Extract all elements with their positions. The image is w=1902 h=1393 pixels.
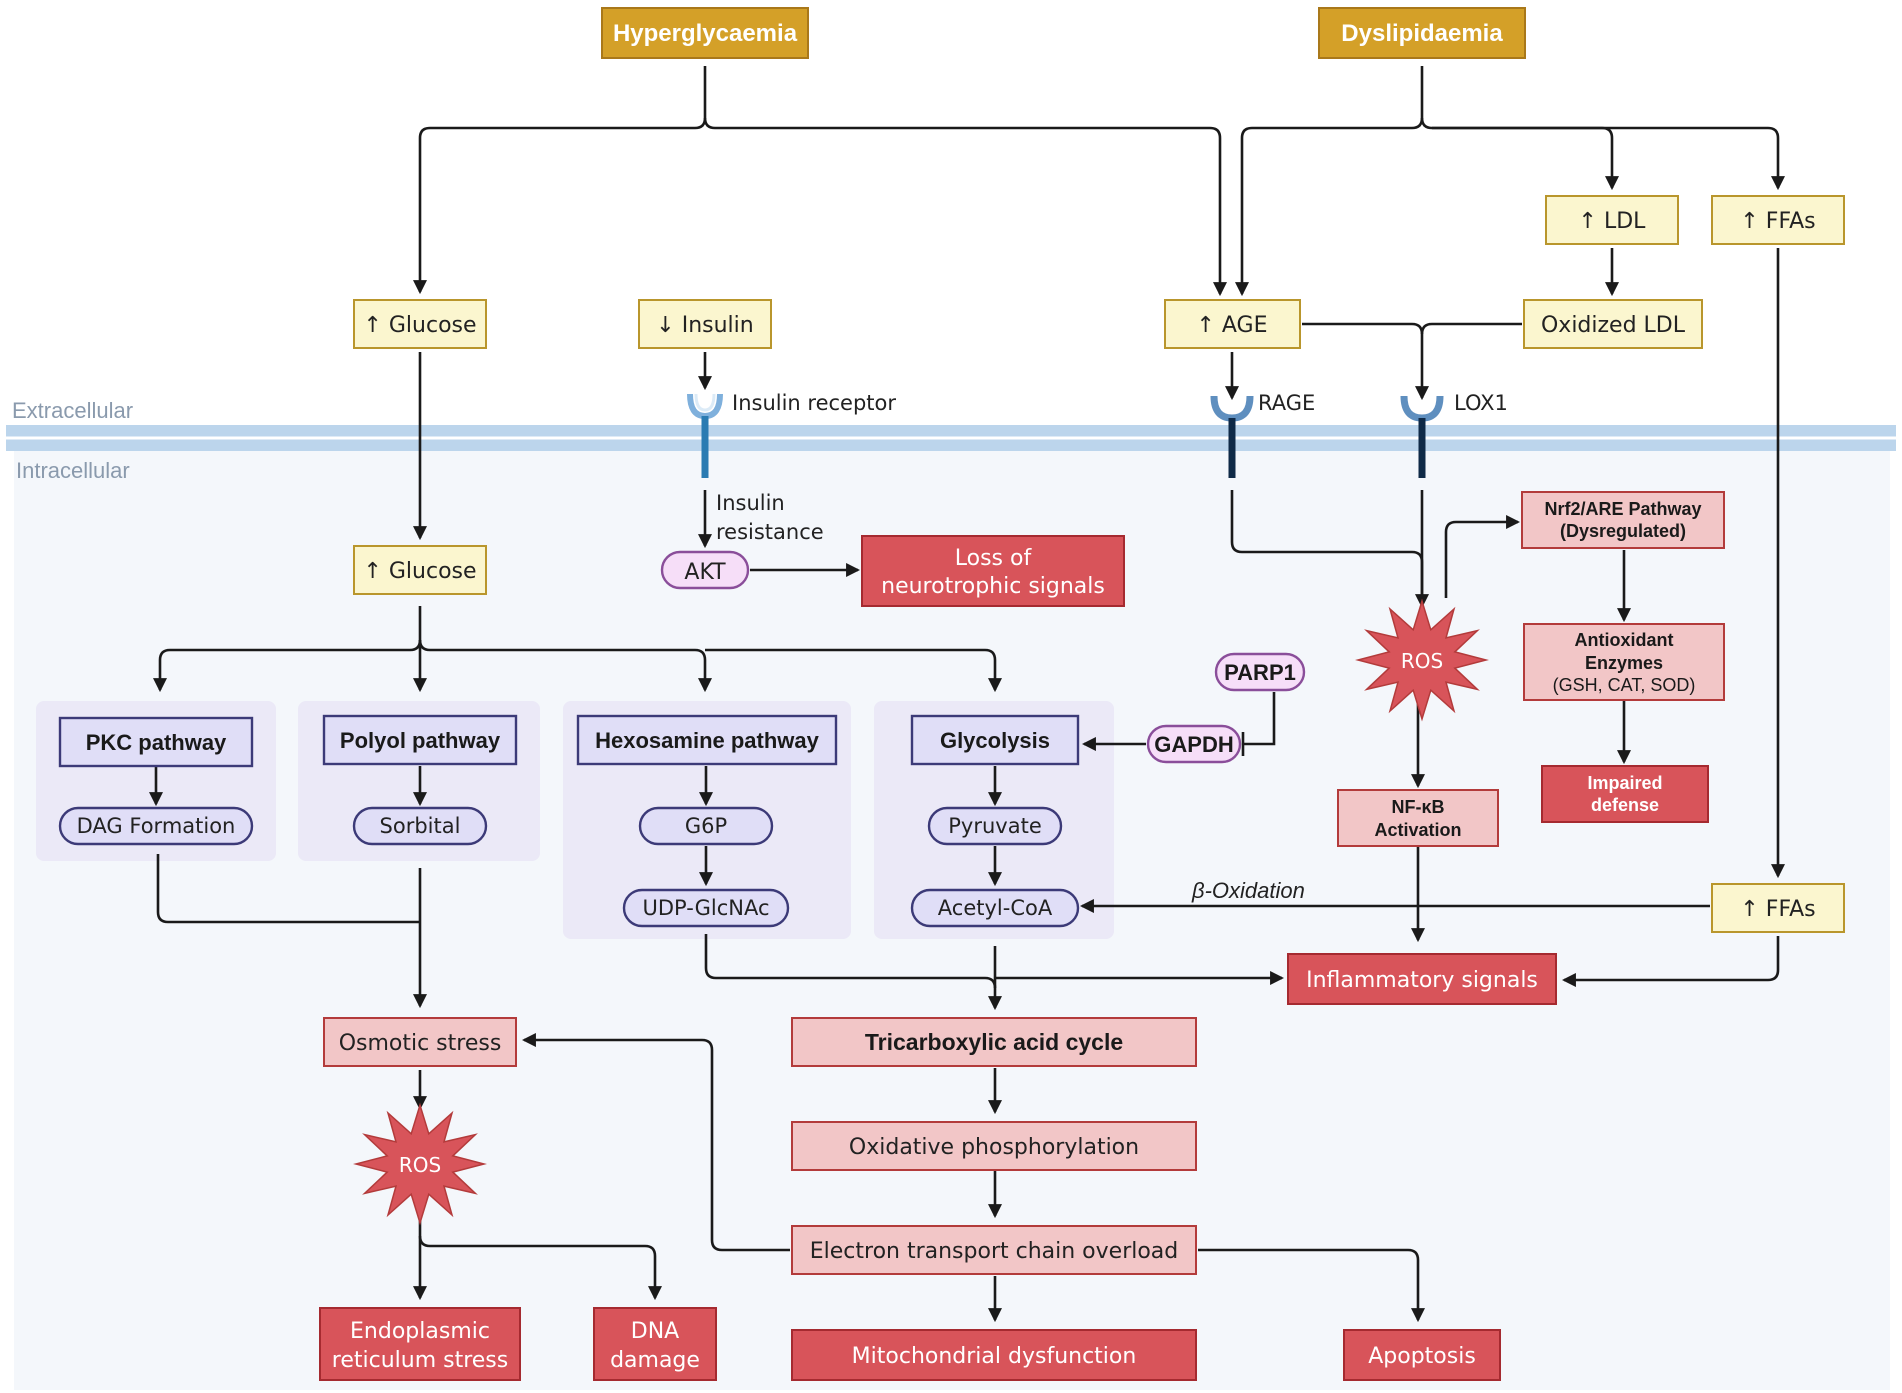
parp1-label: PARP1 (1224, 660, 1296, 685)
nrf2-box (1521, 491, 1725, 549)
tca-label: Tricarboxylic acid cycle (865, 1029, 1123, 1055)
dag-formation-label: DAG Formation (77, 814, 236, 838)
g6p-label: G6P (685, 814, 727, 838)
ros-left-label: ROS (399, 1153, 441, 1177)
g6p-node (638, 806, 774, 846)
lox1-receptor (1400, 395, 1444, 478)
parp1-node (1214, 652, 1306, 692)
udp-glcnac-label: UDP-GlcNAc (643, 896, 770, 920)
tca-box (791, 1017, 1197, 1067)
connectors (148, 66, 1786, 1323)
mito-dysfunction-box (791, 1329, 1197, 1381)
akt-label: AKT (684, 560, 726, 585)
insulin-label: ↓ Insulin (656, 313, 753, 338)
loss-neurotrophic-label-2: neurotrophic signals (881, 574, 1105, 599)
oxphos-box (791, 1121, 1197, 1171)
osmotic-stress-label: Osmotic stress (339, 1031, 502, 1056)
pyruvate-node (927, 806, 1063, 846)
pkc-pathway-label: PKC pathway (86, 730, 227, 755)
er-stress-box (319, 1307, 521, 1381)
hyperglycaemia-box (601, 7, 809, 59)
er-stress-label-2: reticulum stress (332, 1348, 508, 1373)
udp-glcnac-node (622, 888, 790, 928)
glucose-extra-box (353, 299, 487, 349)
dyslipidaemia-box (1318, 7, 1526, 59)
rage-receptor (1210, 395, 1254, 478)
gapdh-label: GAPDH (1154, 732, 1233, 757)
rage-label: RAGE (1258, 391, 1315, 415)
insulin-resistance-label: Insulin (716, 491, 785, 515)
insulin-box (638, 299, 772, 349)
acetyl-coa-node (910, 888, 1080, 928)
nfkb-box (1337, 789, 1499, 847)
pkc-pathway-box (58, 716, 254, 768)
ros-right-label: ROS (1401, 649, 1443, 673)
oxidized-ldl-label: Oxidized LDL (1541, 313, 1686, 338)
dna-damage-box (593, 1307, 717, 1381)
pyruvate-label: Pyruvate (948, 814, 1042, 838)
insulin-receptor (687, 393, 723, 478)
etc-label: Electron transport chain overload (810, 1239, 1179, 1264)
akt-node (660, 550, 750, 590)
age-label: ↑ AGE (1196, 313, 1267, 338)
loss-neurotrophic-label: Loss of (955, 546, 1033, 571)
antioxidant-label-2: Enzymes (1585, 653, 1663, 673)
apoptosis-label: Apoptosis (1368, 1344, 1476, 1369)
ffas-bottom-box (1711, 883, 1845, 933)
inflammatory-box (1287, 953, 1557, 1005)
inflammatory-label: Inflammatory signals (1306, 968, 1538, 993)
nrf2-label-2: (Dysregulated) (1560, 521, 1686, 541)
ldl-box (1545, 195, 1679, 245)
age-box (1164, 299, 1301, 349)
glycolysis-label: Glycolysis (940, 728, 1050, 753)
dyslipidaemia-label: Dyslipidaemia (1341, 20, 1503, 47)
nfkb-label: NF-κB (1391, 797, 1444, 817)
loss-neurotrophic-box (861, 535, 1125, 607)
etc-box (791, 1225, 1197, 1275)
antioxidant-label-3: (GSH, CAT, SOD) (1553, 675, 1696, 695)
lox1-label: LOX1 (1454, 391, 1508, 415)
hyperglycaemia-label: Hyperglycaemia (613, 20, 798, 47)
oxidized-ldl-box (1523, 299, 1703, 349)
impaired-defense-label: Impaired (1587, 773, 1662, 793)
polyol-pathway-label: Polyol pathway (340, 728, 501, 753)
polyol-pathway-box (322, 714, 518, 766)
impaired-defense-box (1541, 765, 1709, 823)
mito-dysfunction-label: Mitochondrial dysfunction (852, 1344, 1137, 1369)
dna-damage-label: DNA (631, 1319, 679, 1344)
ffas-bottom-label: ↑ FFAs (1740, 897, 1815, 922)
insulin-resistance-label-2: resistance (716, 520, 824, 544)
ffas-top-label: ↑ FFAs (1740, 209, 1815, 234)
hexosamine-pathway-box (576, 714, 838, 766)
hexosamine-pathway-label: Hexosamine pathway (595, 728, 820, 753)
glycolysis-box (910, 714, 1080, 766)
ros-burst-right (1355, 598, 1489, 722)
gapdh-node (1146, 724, 1242, 764)
osmotic-stress-box (323, 1017, 517, 1067)
glucose-intra-label: ↑ Glucose (363, 559, 476, 584)
impaired-defense-label-2: defense (1591, 795, 1659, 815)
antioxidant-box (1523, 623, 1725, 701)
dag-formation-node (58, 806, 254, 846)
apoptosis-box (1343, 1329, 1501, 1381)
sorbital-label: Sorbital (380, 814, 461, 838)
ldl-label: ↑ LDL (1579, 209, 1647, 234)
glucose-extra-label: ↑ Glucose (363, 313, 476, 338)
ros-burst-left (353, 1102, 487, 1226)
beta-oxidation-label: β-Oxidation (1191, 878, 1305, 903)
extracellular-label: Extracellular (12, 398, 133, 423)
ffas-top-box (1711, 195, 1845, 245)
er-stress-label: Endoplasmic (350, 1319, 490, 1344)
nrf2-label: Nrf2/ARE Pathway (1544, 499, 1701, 519)
insulin-receptor-label: Insulin receptor (732, 391, 896, 415)
antioxidant-label: Antioxidant (1575, 630, 1674, 650)
dna-damage-label-2: damage (610, 1348, 700, 1373)
sorbital-node (352, 806, 488, 846)
intracellular-label: Intracellular (16, 458, 130, 483)
glucose-intra-box (353, 545, 487, 595)
oxphos-label: Oxidative phosphorylation (849, 1135, 1139, 1160)
acetyl-coa-label: Acetyl-CoA (938, 896, 1053, 920)
nfkb-label-2: Activation (1374, 820, 1461, 840)
